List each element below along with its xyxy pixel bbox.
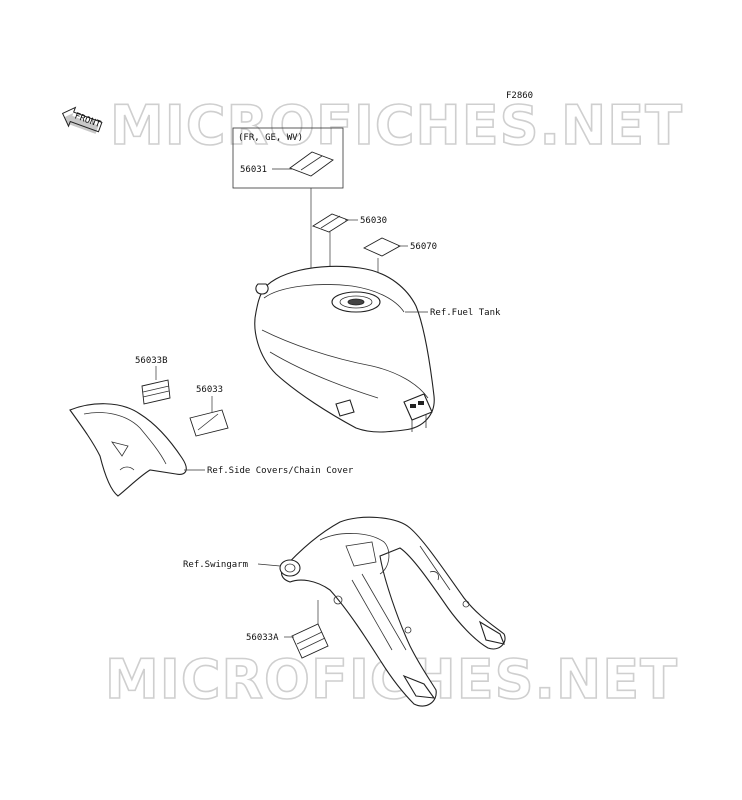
decal-56031 <box>289 151 334 177</box>
front-arrow-icon <box>61 106 103 134</box>
ref-fuel-tank-label: Ref.Fuel Tank <box>430 308 501 318</box>
side-cover-drawing <box>69 403 187 497</box>
region-group-label: (FR, GE, WV) <box>238 133 303 143</box>
decal-56030 <box>311 213 350 233</box>
part-56033B-label: 56033B <box>135 356 168 366</box>
part-56031-label: 56031 <box>240 165 267 175</box>
ref-side-covers-label: Ref.Side Covers/Chain Cover <box>207 466 354 476</box>
part-56030-label: 56030 <box>360 216 387 226</box>
ref-swingarm-label: Ref.Swingarm <box>183 560 248 570</box>
part-56033-label: 56033 <box>196 385 223 395</box>
region-group-box <box>232 127 344 189</box>
figure-code: F2860 <box>506 91 533 101</box>
swingarm-drawing <box>279 516 506 707</box>
decal-56033 <box>189 409 229 437</box>
part-56070-label: 56070 <box>410 242 437 252</box>
part-56033A-label: 56033A <box>246 633 279 643</box>
watermark-top: MICROFICHES.NET <box>110 94 683 157</box>
fuel-tank-drawing <box>254 265 435 433</box>
decal-56033B <box>141 379 171 405</box>
decal-56070 <box>362 237 402 257</box>
